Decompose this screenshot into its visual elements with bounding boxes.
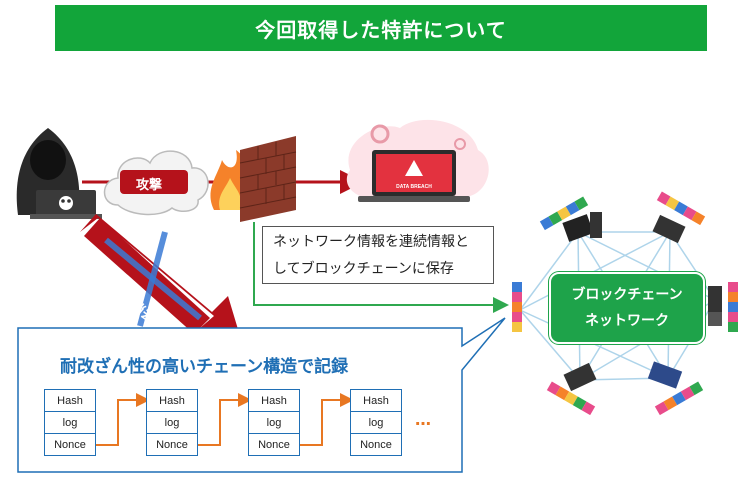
chain-connectors: [96, 393, 354, 446]
block-log: log: [45, 411, 95, 433]
chain-block: Hash log Nonce: [44, 389, 96, 456]
breach-screen-text: DATA BREACH: [396, 184, 432, 190]
network-line-2: ネットワーク: [585, 313, 669, 329]
block-hash: Hash: [57, 394, 83, 407]
block-log: log: [249, 411, 299, 433]
node-laptop-bottom-left: [563, 362, 597, 392]
info-line-2: してブロックチェーンに保存: [273, 261, 454, 277]
block-strip-top-left: [539, 196, 589, 231]
hacker-icon: [16, 128, 102, 219]
block-hash: Hash: [363, 394, 389, 407]
chain-block: Hash log Nonce: [350, 389, 402, 456]
chain-ellipsis: …: [415, 410, 433, 429]
chain-title: 耐改ざん性の高いチェーン構造で記録: [60, 357, 349, 377]
node-laptop-bottom-right: [647, 361, 683, 389]
info-line-1: ネットワーク情報を連続情報と: [273, 234, 469, 250]
chain-connector-2: [198, 393, 252, 446]
block-strip-bottom-left: [546, 381, 596, 416]
chain-block: Hash log Nonce: [146, 389, 198, 456]
block-nonce: Nonce: [45, 433, 95, 455]
node-desktop-right: [708, 286, 722, 326]
block-log: log: [351, 411, 401, 433]
info-box: ネットワーク情報を連続情報と してブロックチェーンに保存: [262, 226, 494, 284]
block-hash: Hash: [261, 394, 287, 407]
block-strip-left: [512, 282, 522, 332]
network-mesh: [519, 231, 716, 381]
block-nonce: Nonce: [351, 433, 401, 455]
node-computer-top-left: [562, 212, 602, 242]
cross-line-2: [137, 231, 168, 327]
blockchain-network-box: ブロックチェーン ネットワーク: [549, 272, 705, 344]
page-title: 今回取得した特許について: [255, 17, 507, 42]
attack-label-box: [120, 170, 188, 194]
chain-block: Hash log Nonce: [248, 389, 300, 456]
block-log: log: [147, 411, 197, 433]
store-path-arrow: [253, 222, 509, 313]
firewall-icon: [210, 136, 297, 222]
block-hash: Hash: [159, 394, 185, 407]
network-line-1: ブロックチェーン: [571, 287, 683, 303]
block-strip-bottom-right: [654, 381, 704, 416]
block-strip-right: [728, 282, 738, 332]
title-banner: 今回取得した特許について: [55, 5, 707, 51]
block-nonce: Nonce: [249, 433, 299, 455]
chain-connector-3: [300, 393, 354, 446]
chain-connector-1: [96, 393, 150, 446]
attack-label: 攻撃: [136, 178, 163, 193]
data-breach-laptop-icon: [346, 119, 489, 202]
block-strip-top-right: [656, 191, 706, 226]
node-laptop-top-right: [652, 214, 686, 244]
block-nonce: Nonce: [147, 433, 197, 455]
